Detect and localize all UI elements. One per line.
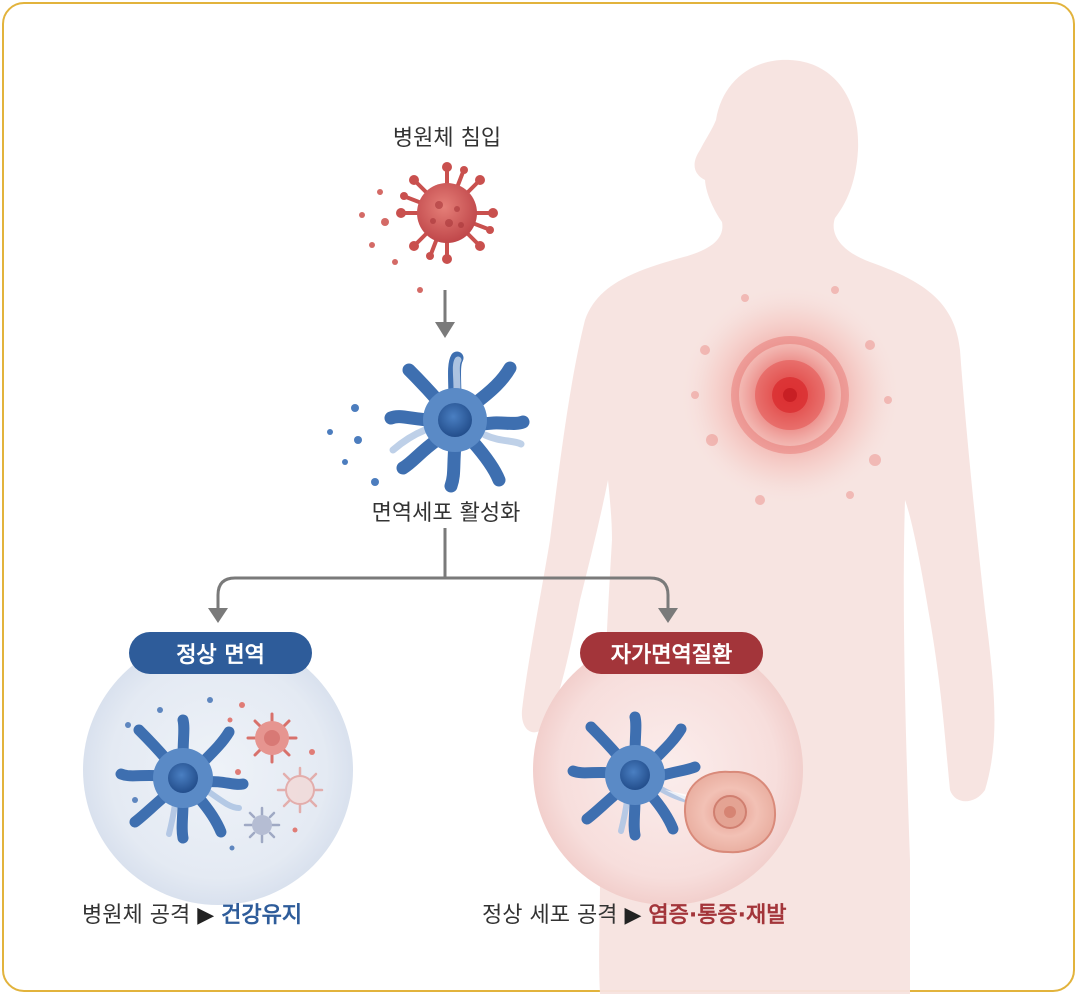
normal-immunity-circle — [83, 635, 353, 905]
normal-immunity-caption: 병원체 공격 ▶ 건강유지 — [82, 897, 302, 929]
normal-particles — [125, 697, 315, 851]
branch-arrow-right-icon — [658, 608, 678, 623]
small-virus-icon — [243, 806, 281, 844]
play-arrow-icon: ▶ — [197, 903, 215, 928]
autoimmune-pill-bg — [580, 632, 763, 674]
virus-particles — [359, 189, 423, 293]
immune-particles — [327, 404, 379, 486]
autoimmune-caption-prefix: 정상 세포 공격 — [482, 903, 618, 928]
pathogen-virus-icon — [396, 162, 498, 264]
normal-immune-cell-icon — [115, 714, 249, 844]
play-arrow-icon: ▶ — [624, 903, 642, 928]
faded-virus-icon — [276, 766, 324, 814]
inflammation-hotspot — [680, 285, 900, 505]
branch-connector — [216, 528, 670, 608]
normal-caption-result: 건강유지 — [221, 903, 303, 928]
pathogen-invasion-label: 병원체 침입 — [392, 126, 502, 151]
normal-immunity-pill: 정상 면역 — [176, 643, 265, 668]
down-arrow-icon — [435, 290, 455, 338]
autoimmune-pill: 자가면역질환 — [610, 643, 733, 668]
immune-activation-label: 면역세포 활성화 — [371, 501, 521, 526]
normal-tissue-cell-icon — [683, 770, 777, 854]
autoimmune-caption: 정상 세포 공격 ▶ 염증·통증·재발 — [482, 897, 787, 929]
normal-caption-prefix: 병원체 공격 — [82, 903, 191, 928]
normal-immunity-pill-bg — [129, 632, 312, 674]
activated-immune-cell-icon — [384, 351, 530, 493]
target-virus-icon — [246, 712, 298, 764]
branch-arrow-left-icon — [208, 608, 228, 623]
autoimmune-caption-result: 염증·통증·재발 — [648, 903, 787, 928]
